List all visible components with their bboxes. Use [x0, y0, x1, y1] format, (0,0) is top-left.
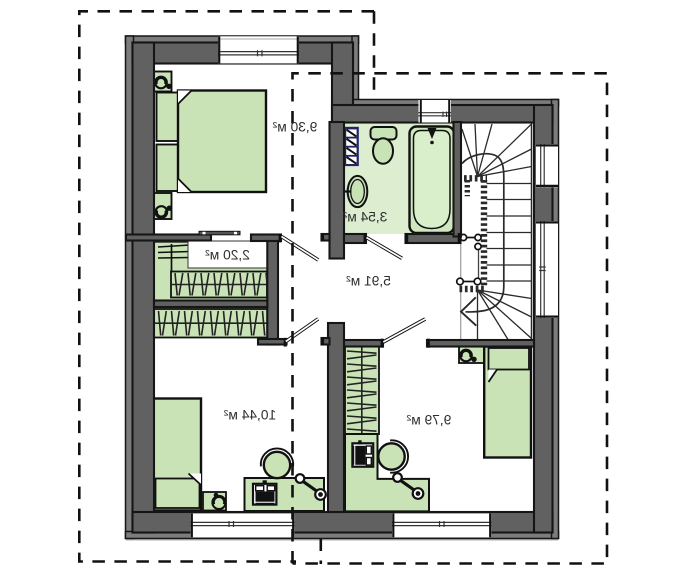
svg-text:3,54 м²: 3,54 м²	[342, 210, 387, 225]
svg-text:10,44 м²: 10,44 м²	[223, 407, 276, 422]
svg-text:5,91 м²: 5,91 м²	[346, 274, 391, 289]
svg-text:9,30 м²: 9,30 м²	[272, 119, 317, 134]
svg-text:2,20 м²: 2,20 м²	[205, 248, 250, 263]
svg-text:9,79 м²: 9,79 м²	[406, 412, 451, 427]
